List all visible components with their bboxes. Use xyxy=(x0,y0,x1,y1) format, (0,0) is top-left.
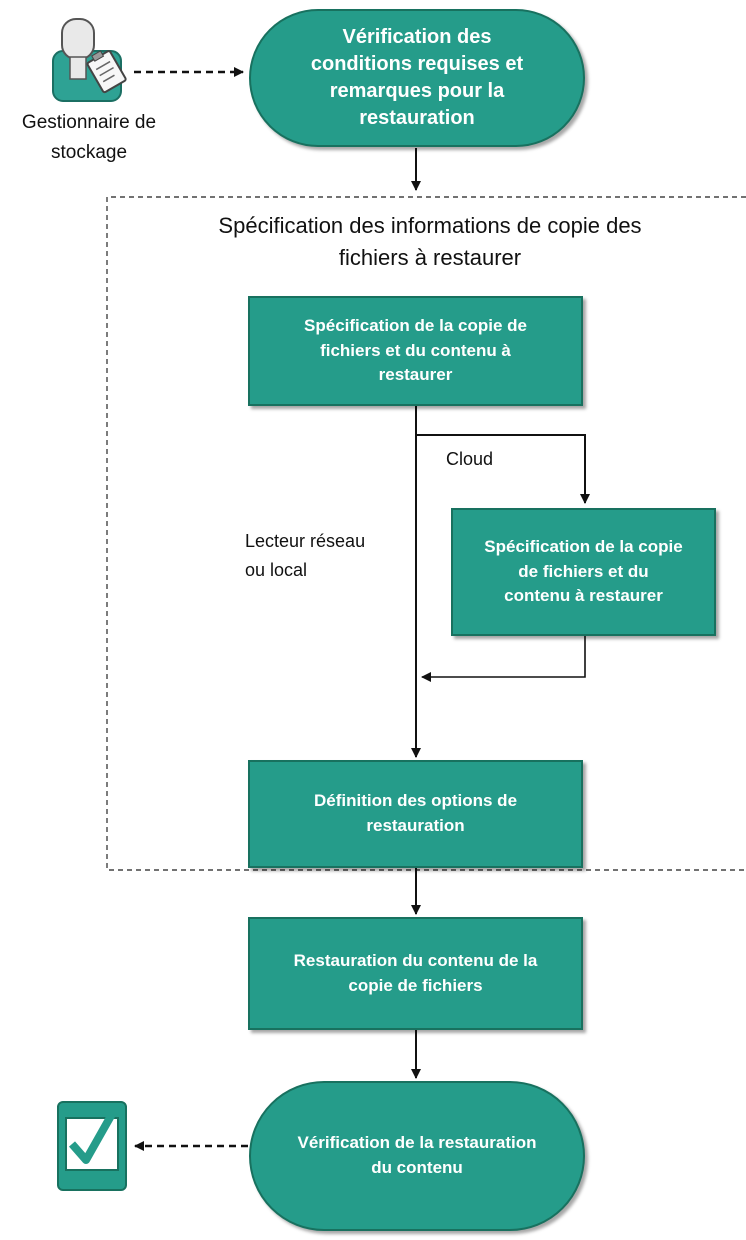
group-boundary xyxy=(106,196,746,871)
cloud-branch-label: Cloud xyxy=(446,449,494,469)
specify-cloud-copy-step: Spécification de la copie de fichiers et… xyxy=(451,508,716,636)
check-prerequisites-step: Vérification des conditions requises et … xyxy=(249,9,585,147)
specify-copy-step: Spécification de la copie de fichiers et… xyxy=(248,296,583,406)
connector-cloud-return xyxy=(421,636,586,682)
connector-cloud-branch xyxy=(416,434,590,504)
define-options-step: Définition des options de restauration xyxy=(248,760,583,868)
local-branch-label: Lecteur réseau ou local xyxy=(245,531,366,580)
actor-label: Gestionnaire de stockage xyxy=(21,112,157,164)
group-title: Spécification des informations de copie … xyxy=(218,213,642,270)
storage-manager-icon xyxy=(50,14,136,104)
checkmark-icon xyxy=(56,1100,128,1192)
restore-content-step: Restauration du contenu de la copie de f… xyxy=(248,917,583,1030)
verify-restore-step: Vérification de la restauration du conte… xyxy=(249,1081,585,1231)
